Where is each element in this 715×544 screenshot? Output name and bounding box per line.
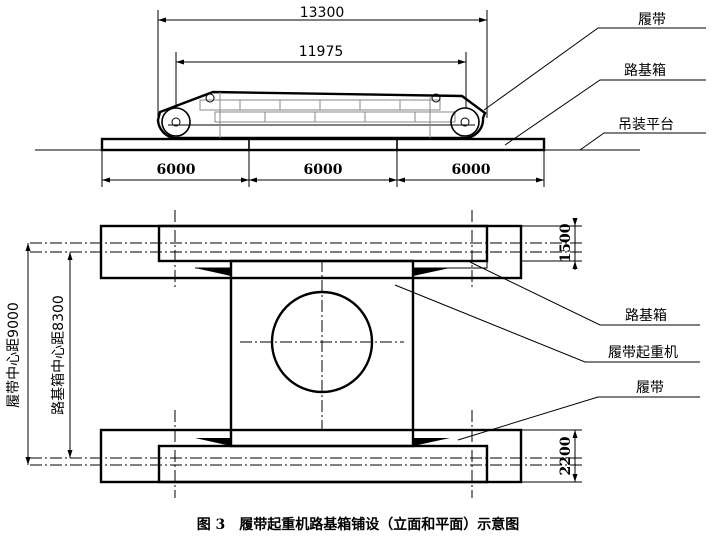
dim-track-label: 11975 [299, 44, 344, 60]
idler-right [431, 93, 441, 103]
dim-box-width-label: 1500 [558, 223, 574, 262]
label-track-plan: 履带 [636, 380, 664, 396]
drive-sprocket-left [161, 107, 191, 137]
elevation-view: 13300 11975 6000 6000 6000 履带 路基箱 吊装平台 [35, 5, 706, 187]
plan-view: 履带中心距9000 路基箱中心距8300 1500 2200 路基箱 履带起重机… [6, 210, 700, 498]
dim-segment-3-label: 6000 [452, 162, 491, 178]
leader-roadbed-box-plan [469, 261, 700, 326]
label-roadbed-box: 路基箱 [624, 62, 666, 79]
label-lifting-platform: 吊装平台 [618, 117, 674, 133]
track-blocks [199, 92, 456, 138]
roadbed-box-row [100, 137, 546, 152]
leader-track-plan [457, 396, 700, 441]
dim-track-width-label: 2200 [558, 436, 574, 475]
label-roadbed-box-plan: 路基箱 [625, 307, 667, 324]
drive-sprocket-right [450, 107, 480, 137]
bottom-roadbed-box [99, 428, 523, 484]
leader-crawler-crane [394, 284, 700, 363]
label-track: 履带 [638, 12, 666, 28]
box-center-distance-label: 路基箱中心距8300 [50, 295, 67, 415]
bottom-track [157, 444, 489, 484]
dim-segment-1-label: 6000 [157, 162, 196, 178]
leader-roadbed-box [504, 79, 706, 146]
crawler-track [156, 90, 487, 140]
dim-total-label: 13300 [300, 5, 345, 21]
track-center-distance-label: 履带中心距9000 [6, 302, 22, 408]
leader-track [483, 27, 706, 111]
idler-left [205, 93, 215, 103]
dim-segment-2-label: 6000 [304, 162, 343, 178]
figure-caption: 图 3 履带起重机路基箱铺设（立面和平面）示意图 [197, 516, 520, 533]
label-crawler-crane: 履带起重机 [608, 345, 678, 361]
leader-lifting-platform [579, 132, 706, 151]
